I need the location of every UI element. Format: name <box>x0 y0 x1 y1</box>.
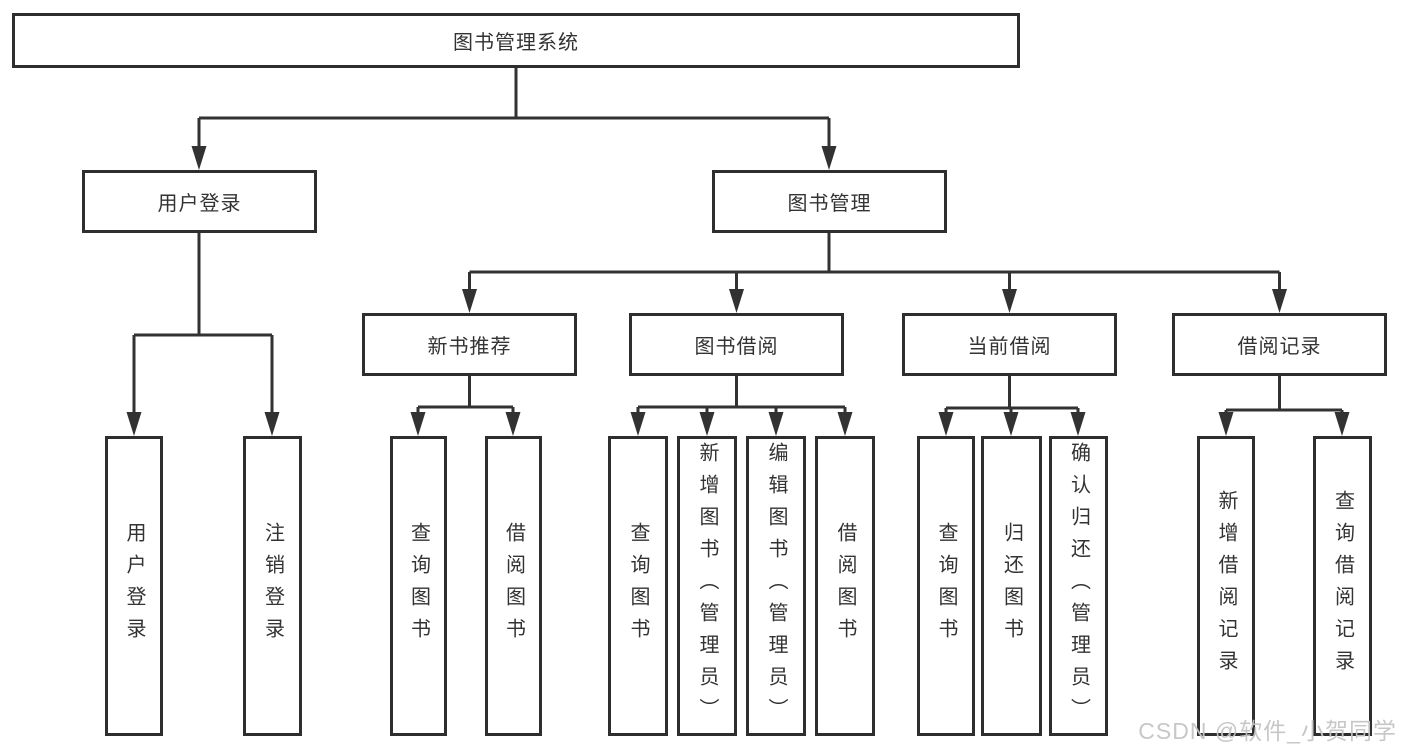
leaf-records-add-borrow-record: 新增借阅记录 <box>1197 436 1255 736</box>
node-book-management: 图书管理 <box>712 170 947 233</box>
node-current-borrowing: 当前借阅 <box>902 313 1117 376</box>
node-label: 借阅图书 <box>834 522 856 650</box>
leaf-newbook-query-books: 查询图书 <box>390 436 447 736</box>
node-label: 编辑图书（管理员） <box>765 442 787 730</box>
node-label: 新书推荐 <box>427 336 512 358</box>
node-label: 借阅图书 <box>502 522 525 650</box>
node-label: 图书管理系统 <box>453 32 579 54</box>
leaf-user-login: 用户登录 <box>105 436 163 736</box>
node-label: 当前借阅 <box>967 336 1052 358</box>
leaf-newbook-borrow-books: 借阅图书 <box>485 436 542 736</box>
leaf-borrowing-edit-books-admin: 编辑图书（管理员） <box>746 436 806 736</box>
node-label: 归还图书 <box>1000 522 1023 650</box>
node-new-book-recommend: 新书推荐 <box>362 313 577 376</box>
node-label: 查询图书 <box>935 522 957 650</box>
leaf-current-confirm-return-admin: 确认归还（管理员） <box>1049 436 1108 736</box>
leaf-borrowing-query-books: 查询图书 <box>608 436 668 736</box>
node-label: 借阅记录 <box>1237 336 1322 358</box>
node-label: 新增图书（管理员） <box>696 442 718 730</box>
node-label: 查询图书 <box>627 522 649 650</box>
leaf-logout: 注销登录 <box>243 436 302 736</box>
leaf-current-query-books: 查询图书 <box>917 436 975 736</box>
node-label: 图书借阅 <box>694 336 779 358</box>
watermark: CSDN @软件_小贺同学 <box>1138 718 1397 744</box>
node-label: 查询图书 <box>407 522 430 650</box>
node-label: 查询借阅记录 <box>1331 490 1354 682</box>
node-borrowing-records: 借阅记录 <box>1172 313 1387 376</box>
node-label: 用户登录 <box>123 522 145 650</box>
node-label: 新增借阅记录 <box>1215 490 1237 682</box>
leaf-records-query-borrow-record: 查询借阅记录 <box>1313 436 1372 736</box>
node-user-login: 用户登录 <box>82 170 317 233</box>
node-label: 图书管理 <box>787 193 872 215</box>
leaf-borrowing-borrow-books: 借阅图书 <box>815 436 875 736</box>
node-label: 用户登录 <box>157 193 242 215</box>
node-label: 确认归还（管理员） <box>1067 442 1090 730</box>
node-book-borrowing: 图书借阅 <box>629 313 844 376</box>
node-library-management-system: 图书管理系统 <box>12 13 1020 68</box>
node-label: 注销登录 <box>261 522 284 650</box>
leaf-current-return-books: 归还图书 <box>981 436 1042 736</box>
leaf-borrowing-add-books-admin: 新增图书（管理员） <box>677 436 737 736</box>
